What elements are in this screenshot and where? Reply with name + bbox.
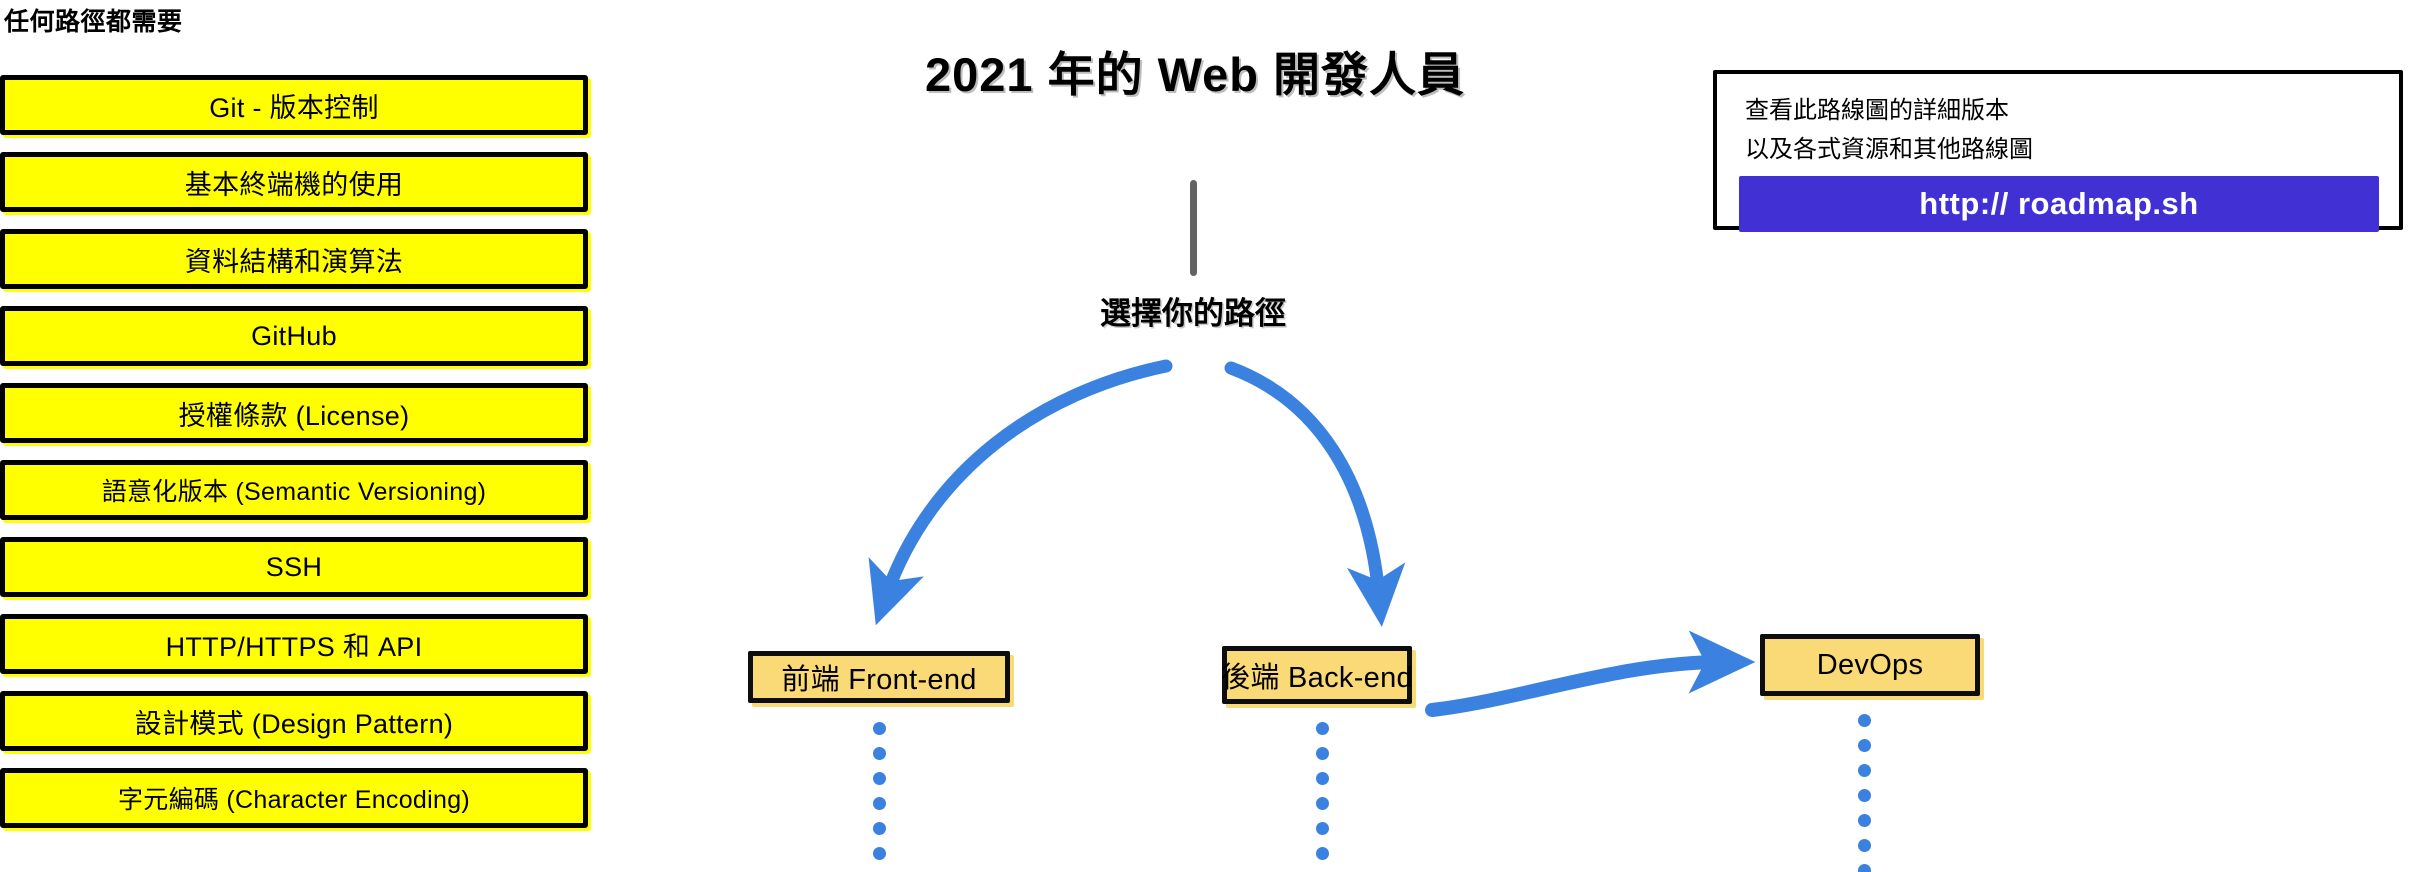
choose-path-label: 選擇你的路徑 [1100,296,1286,331]
dotted-line-dot [1858,789,1871,802]
topic-label: 基本終端機的使用 [184,169,404,200]
topic-label: HTTP/HTTPS 和 API [165,631,423,662]
dotted-line-backend [1316,722,1329,872]
dotted-line-dot [873,822,886,835]
dotted-line-dot [1316,722,1329,735]
dotted-line-dot [1858,764,1871,777]
path-node-frontend[interactable]: 前端 Front-end [748,651,1010,703]
path-node-label: 前端 Front-end [781,664,977,696]
page-title: 2021 年的 Web 開發人員 [924,48,1466,101]
info-card-line-2: 以及各式資源和其他路線圖 [1745,136,2033,163]
path-node-backend[interactable]: 後端 Back-end [1221,646,1413,704]
topic-label: Git - 版本控制 [209,92,379,123]
path-node-label: 後端 Back-end [1221,662,1413,694]
topic-label: SSH [265,551,323,582]
dotted-line-dot [1316,747,1329,760]
dotted-line-devops [1858,714,1871,872]
dotted-line-dot [873,772,886,785]
sidebar-topic-list: Git - 版本控制基本終端機的使用資料結構和演算法 GitHub 授權條款 (Li… [0,75,590,845]
topic-box[interactable]: SSH [0,537,588,597]
topic-box[interactable]: 設計模式 (Design Pattern) [0,691,588,751]
arrow-to-backend [1224,361,1406,627]
dotted-line-dot [873,722,886,735]
dotted-line-dot [873,847,886,860]
dotted-line-dot [1858,839,1871,852]
topic-box[interactable]: 基本終端機的使用 [0,152,588,212]
topic-box[interactable]: 語意化版本 (Semantic Versioning) [0,460,588,520]
arrow-backend-to-devops [1425,630,1756,717]
dotted-line-dot [1858,864,1871,872]
topic-label: 字元編碼 (Character Encoding) [117,786,471,814]
roadmap-url-label: http:// roadmap.sh [1919,186,2199,221]
arrow-to-frontend [868,359,1173,626]
title-stem-line [1190,180,1197,276]
topic-label: 設計模式 (Design Pattern) [134,708,454,739]
topic-label: GitHub [251,320,337,351]
topic-box[interactable]: 資料結構和演算法 [0,229,588,289]
topic-label: 語意化版本 (Semantic Versioning) [101,478,487,506]
info-card-line-1: 查看此路線圖的詳細版本 [1745,97,2009,124]
topic-label: 資料結構和演算法 [184,246,404,277]
dotted-line-dot [1858,739,1871,752]
path-node-devops[interactable]: DevOps [1760,634,1980,696]
dotted-line-dot [1316,847,1329,860]
dotted-line-dot [1858,814,1871,827]
dotted-line-dot [1316,822,1329,835]
dotted-line-dot [1316,797,1329,810]
path-node-label: DevOps [1816,648,1924,681]
topic-box[interactable]: 授權條款 (License) [0,383,588,443]
dotted-line-dot [873,797,886,810]
dotted-line-dot [1858,714,1871,727]
topic-box[interactable]: HTTP/HTTPS 和 API [0,614,588,674]
topic-box[interactable]: 字元編碼 (Character Encoding) [0,768,588,828]
common-topics-sidebar: 任何路徑都需要 Git - 版本控制基本終端機的使用資料結構和演算法 GitHub… [0,0,600,872]
info-card: 查看此路線圖的詳細版本 以及各式資源和其他路線圖 http:// roadmap… [1713,70,2403,232]
topic-box[interactable]: GitHub [0,306,588,366]
sidebar-heading: 任何路徑都需要 [4,8,183,36]
info-card-text: 查看此路線圖的詳細版本 以及各式資源和其他路線圖 [1745,91,2033,169]
dotted-line-frontend [873,722,886,872]
dotted-line-dot [873,747,886,760]
dotted-line-dot [1316,772,1329,785]
roadmap-url-button[interactable]: http:// roadmap.sh [1739,176,2379,232]
topic-box[interactable]: Git - 版本控制 [0,75,588,135]
topic-label: 授權條款 (License) [178,400,410,431]
